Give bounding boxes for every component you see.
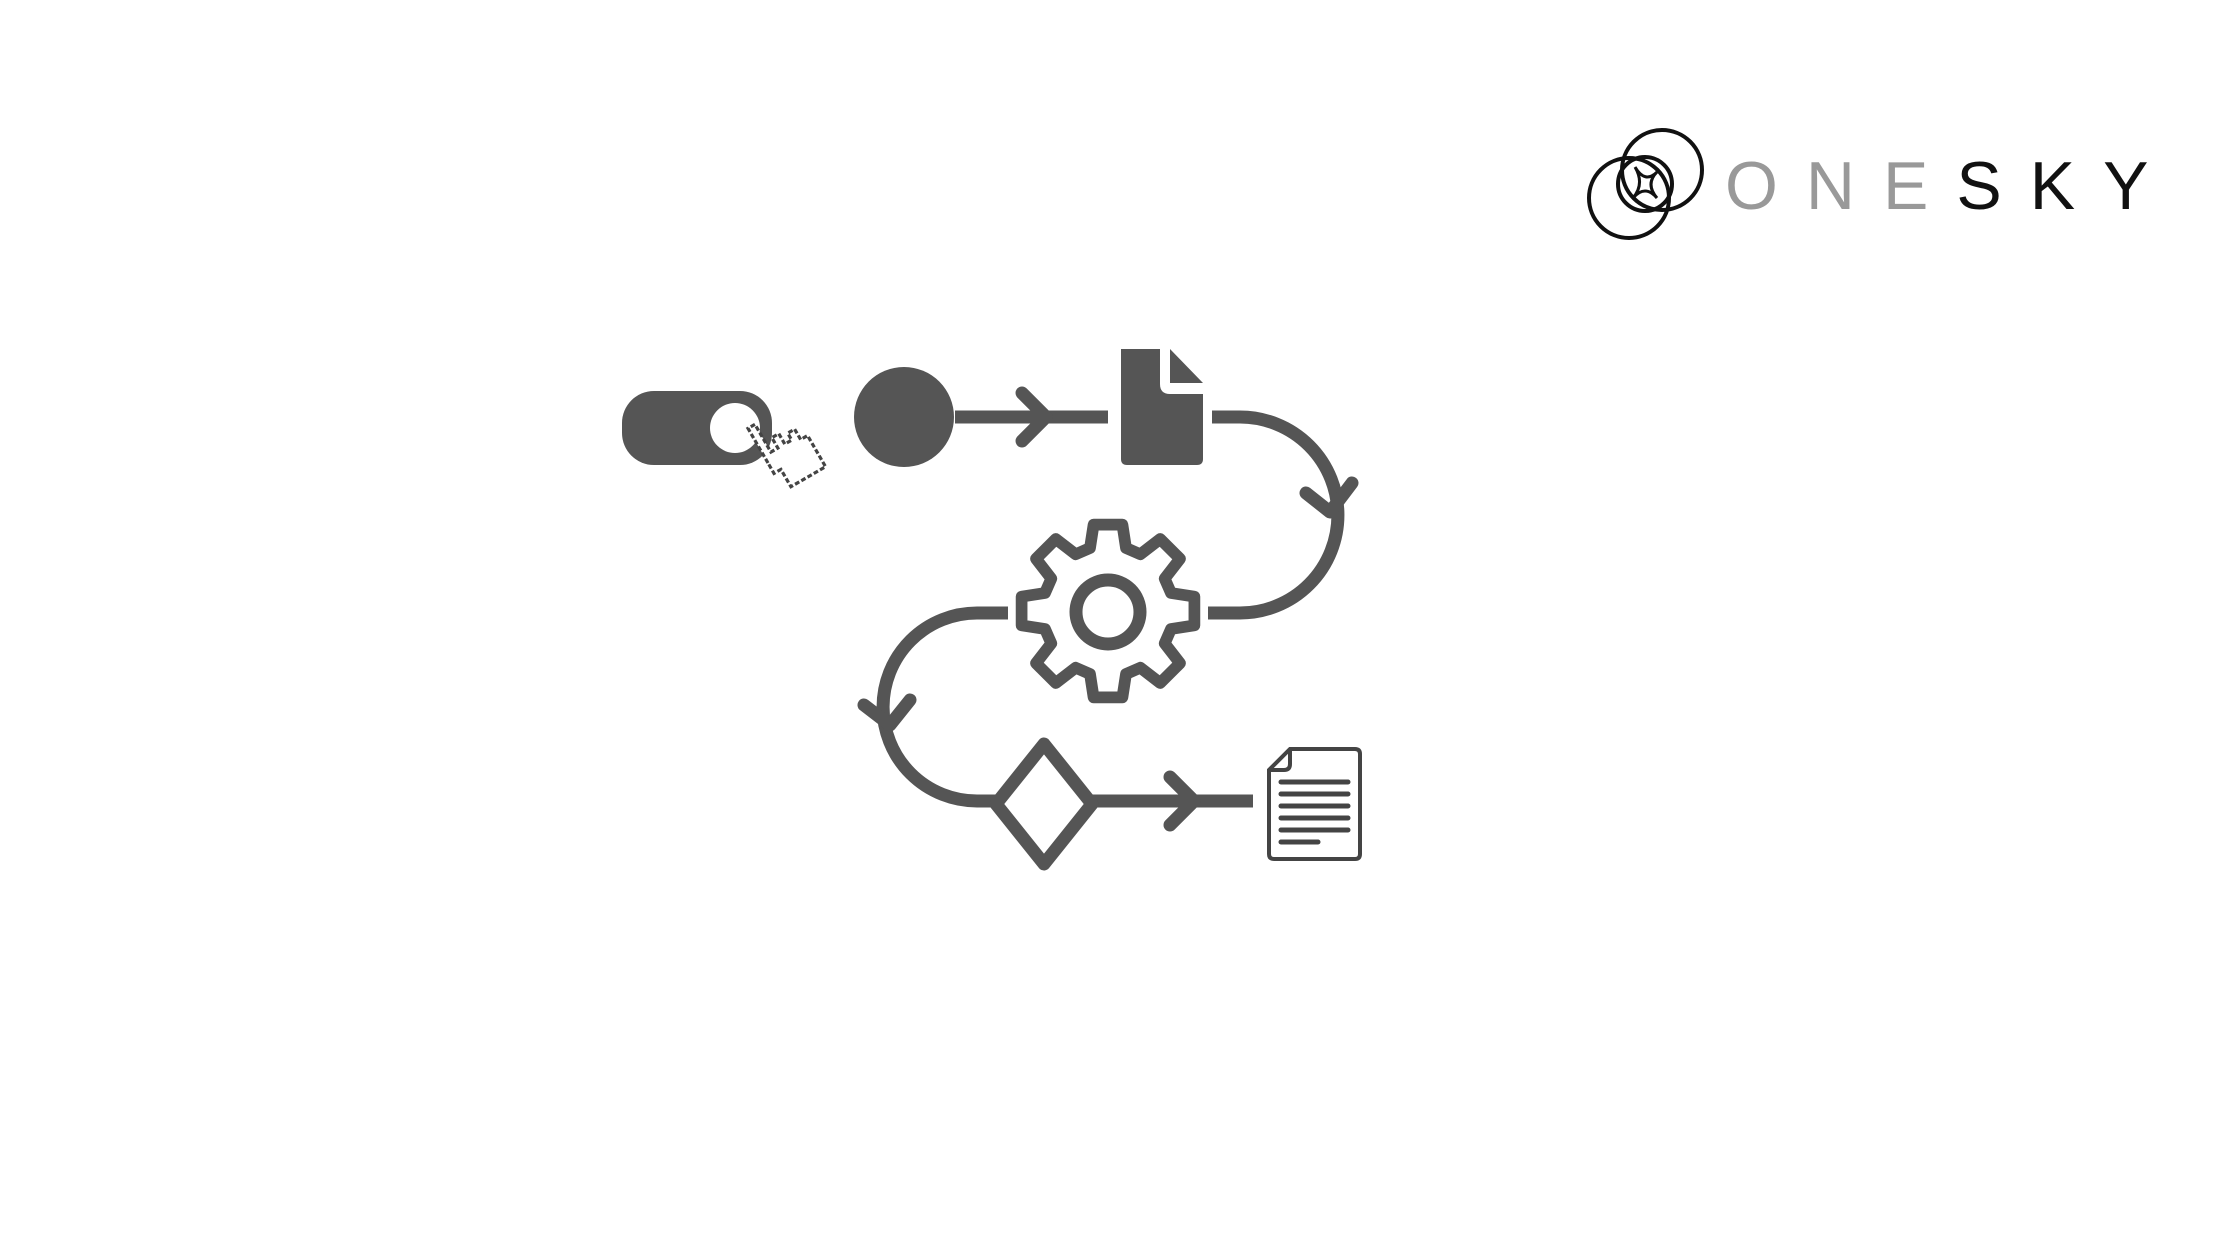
decision-diamond-icon	[989, 737, 1099, 871]
toggle-switch-icon	[622, 391, 772, 465]
connector-file-to-gear	[1208, 410, 1345, 620]
start-circle-icon	[854, 367, 954, 467]
arrowhead-1	[1015, 386, 1053, 448]
arrowhead-2	[1299, 476, 1359, 519]
pointing-hand-cursor-icon	[745, 422, 828, 489]
connector-gear-to-diamond	[876, 606, 1008, 808]
arrowhead-4	[1163, 770, 1201, 832]
flow-arrowheads	[857, 386, 1359, 832]
wordmark-sky: SKY	[1956, 148, 2177, 224]
text-document-icon	[1267, 747, 1362, 861]
arrowhead-3	[857, 693, 917, 732]
onesky-circles-mark-icon	[1587, 128, 1704, 240]
file-icon	[1121, 349, 1203, 465]
wordmark-one: ONE	[1725, 148, 1957, 224]
flow-connectors	[876, 410, 1345, 808]
process-flow-diagram	[622, 349, 1362, 871]
gear-icon	[1015, 518, 1201, 704]
onesky-logo: ONESKY	[1585, 122, 2148, 252]
onesky-wordmark: ONESKY	[1725, 152, 2176, 220]
